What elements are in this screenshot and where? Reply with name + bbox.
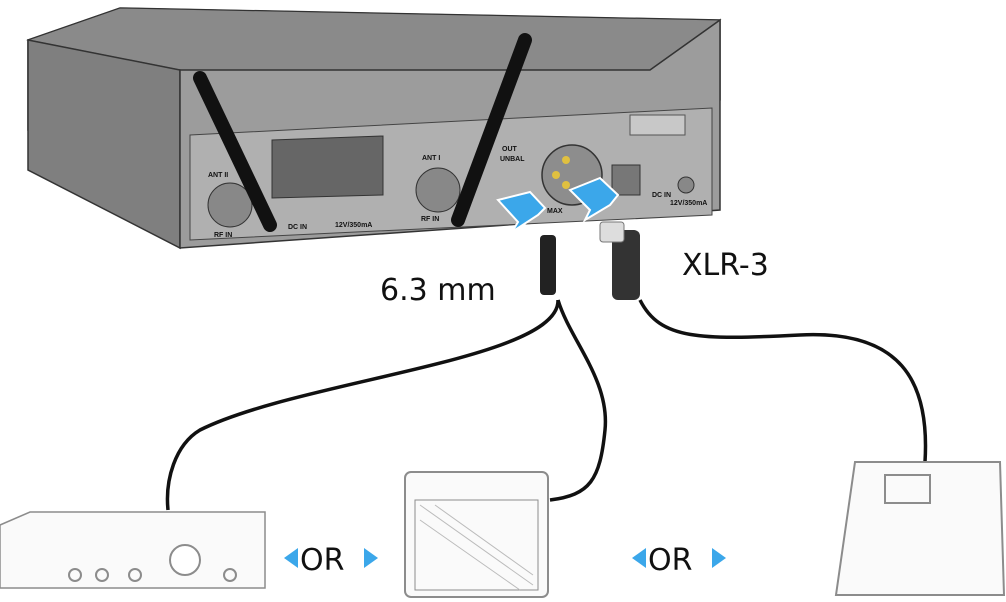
- label-dc-in-mid: DC IN: [288, 224, 307, 231]
- label-rating: 12V/350mA: [670, 200, 707, 207]
- label-jack: 6.3 mm: [380, 273, 496, 308]
- label-unbal: UNBAL: [500, 156, 525, 163]
- antenna-left: [193, 71, 277, 232]
- arrow-xlr-icon: [568, 176, 620, 223]
- label-or-left: OR: [300, 543, 344, 578]
- arrow-right-icon: [712, 548, 726, 568]
- receiver-unit: ANT II ANT I RF IN DC IN 12V/350mA RF IN…: [26, 7, 722, 250]
- label-ant2: ANT II: [208, 172, 228, 179]
- label-ant1: ANT I: [422, 155, 440, 162]
- label-xlr: XLR-3: [682, 248, 769, 283]
- label-out: OUT: [502, 146, 518, 153]
- cables: [165, 299, 928, 511]
- jack-plug: [540, 235, 556, 295]
- label-max: MAX: [547, 208, 563, 215]
- label-rf-in-right: RF IN: [421, 216, 439, 223]
- label-rating-mid: 12V/350mA: [335, 222, 372, 229]
- label-or-right: OR: [648, 543, 692, 578]
- arrow-right-icon: [364, 548, 378, 568]
- arrow-left-icon: [284, 548, 298, 568]
- mixing-console: [834, 461, 1006, 596]
- hifi-amplifier: [0, 511, 266, 589]
- antenna-right: [451, 33, 532, 227]
- arrow-jack-icon: [496, 190, 547, 233]
- arrow-left-icon: [632, 548, 646, 568]
- label-dc-in: DC IN: [652, 192, 671, 199]
- label-rf-in-left: RF IN: [214, 232, 232, 239]
- xlr-plug: [612, 230, 640, 300]
- guitar-amplifier: [404, 471, 549, 598]
